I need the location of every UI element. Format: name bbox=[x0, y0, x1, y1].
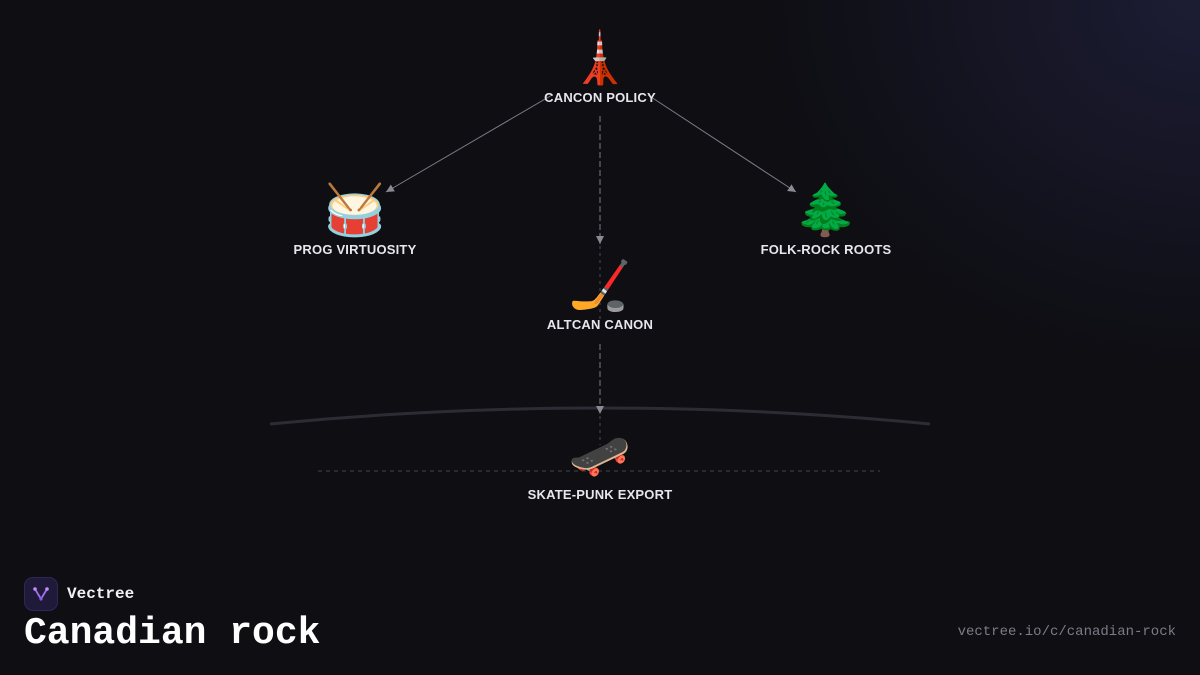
node-label: SKATE-PUNK EXPORT bbox=[527, 487, 673, 502]
node-label: ALTCAN CANON bbox=[546, 317, 654, 332]
brand[interactable]: Vectree bbox=[24, 577, 134, 611]
node-label: FOLK-ROCK ROOTS bbox=[760, 242, 892, 257]
page-url-link[interactable]: vectree.io/c/canadian-rock bbox=[957, 624, 1176, 640]
node-cancon-policy[interactable]: 🗼 CANCON POLICY bbox=[480, 28, 720, 105]
drum-icon: 🥁 bbox=[323, 182, 387, 238]
edge-cancon-prog bbox=[385, 94, 553, 193]
node-skate-punk-export[interactable]: 🛹 SKATE-PUNK EXPORT bbox=[480, 425, 720, 502]
page-title: Canadian rock bbox=[24, 612, 321, 655]
skateboard-icon: 🛹 bbox=[568, 427, 632, 483]
node-prog-virtuosity[interactable]: 🥁 PROG VIRTUOSITY bbox=[235, 180, 475, 257]
hockey-stick-icon: 🏒 bbox=[568, 257, 632, 313]
brand-name: Vectree bbox=[67, 585, 135, 603]
tower-icon: 🗼 bbox=[568, 30, 632, 86]
evergreen-tree-icon: 🌲 bbox=[794, 182, 858, 238]
node-label: PROG VIRTUOSITY bbox=[293, 242, 417, 257]
vectree-logo-icon bbox=[24, 577, 58, 611]
node-altcan-canon[interactable]: 🏒 ALTCAN CANON bbox=[480, 255, 720, 332]
edge-cancon-folk bbox=[647, 94, 797, 193]
node-label: CANCON POLICY bbox=[544, 90, 656, 105]
node-folk-rock-roots[interactable]: 🌲 FOLK-ROCK ROOTS bbox=[706, 180, 946, 257]
